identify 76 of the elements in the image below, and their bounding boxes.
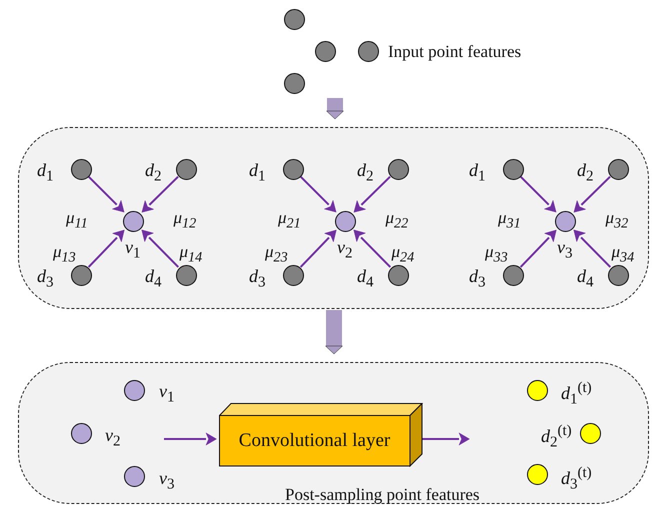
weight-label: μ$_{33}$ [485,243,508,266]
point-circle [176,265,197,286]
point-circle [283,159,304,180]
point-circle [555,211,576,232]
weight-label: μ$_{12}$ [174,209,196,232]
point-circle [388,265,409,286]
arrow [164,432,217,446]
point-circle [580,423,601,444]
variable-label: d$_{1}$ [249,161,266,186]
point-circle [71,265,92,286]
weight-label: μ$_{22}$ [386,209,408,232]
point-circle [503,265,524,286]
point-circle [284,9,305,30]
point-circle [71,423,92,444]
weight-label: μ$_{32}$ [606,209,628,232]
point-circle [284,73,305,94]
weight-label: μ$_{24}$ [392,243,414,266]
arrow [300,230,336,268]
dashed-panel [18,127,649,309]
variable-label: v$_{3}$ [557,238,572,263]
arrow [300,176,336,212]
arrow [142,176,179,212]
block-label: Convolutional layer [238,430,392,452]
variable-label: d$_{1}$ [37,161,54,186]
arrow [422,432,470,446]
point-circle [608,159,629,180]
variable-label: v$_{1}$ [159,382,174,407]
arrow [354,176,391,212]
point-circle [123,211,144,232]
variable-label: v$_{1}$ [125,238,140,263]
arrow [574,176,611,212]
arrow [574,230,612,268]
point-circle [358,41,379,62]
arrow [520,230,556,268]
weight-label: μ$_{23}$ [265,243,288,266]
variable-label: d$_{2}$ [357,161,374,186]
point-circle [283,265,304,286]
arrow [88,230,124,268]
dashed-panel [18,362,649,504]
variable-label: d$_{1}$ [469,161,486,186]
variable-label: d$_{4}$ [145,267,162,292]
point-circle [527,464,548,485]
point-circle [176,159,197,180]
point-circle [124,380,145,401]
point-circle [388,159,409,180]
point-circle [335,211,356,232]
variable-label: v$_{2}$ [105,426,120,451]
weight-label: μ$_{34}$ [612,243,634,266]
arrow [142,230,180,268]
arrow [354,230,392,268]
weight-label: μ$_{11}$ [66,209,88,232]
variable-label: v$_{2}$ [337,238,352,263]
point-circle [608,265,629,286]
variable-label: d$_{2}$ [577,161,594,186]
weight-label: μ$_{31}$ [498,209,521,232]
variable-label: d$_{2}$ [145,161,162,186]
weight-label: μ$_{21}$ [278,209,301,232]
point-circle [527,380,548,401]
variable-label: v$_{3}$ [159,469,174,494]
variable-label: d$_{3}$ [469,267,486,292]
block-arrow [326,98,344,120]
variable-label: d$_{4}$ [577,267,594,292]
weight-label: μ$_{14}$ [180,243,202,266]
variable-label: d$_{4}$ [357,267,374,292]
weight-label: μ$_{13}$ [53,243,76,266]
point-circle [503,159,524,180]
point-circle [124,466,145,487]
variable-label: d$_{3}$ [37,267,54,292]
point-circle [71,159,92,180]
variable-label: d$_{3}$ [249,267,266,292]
arrow [520,176,556,212]
block-arrow [325,310,343,354]
arrow [88,176,124,212]
panel-label: Post-sampling point features [285,486,480,504]
point-circle [315,41,336,62]
point-label: Input point features [388,43,522,61]
